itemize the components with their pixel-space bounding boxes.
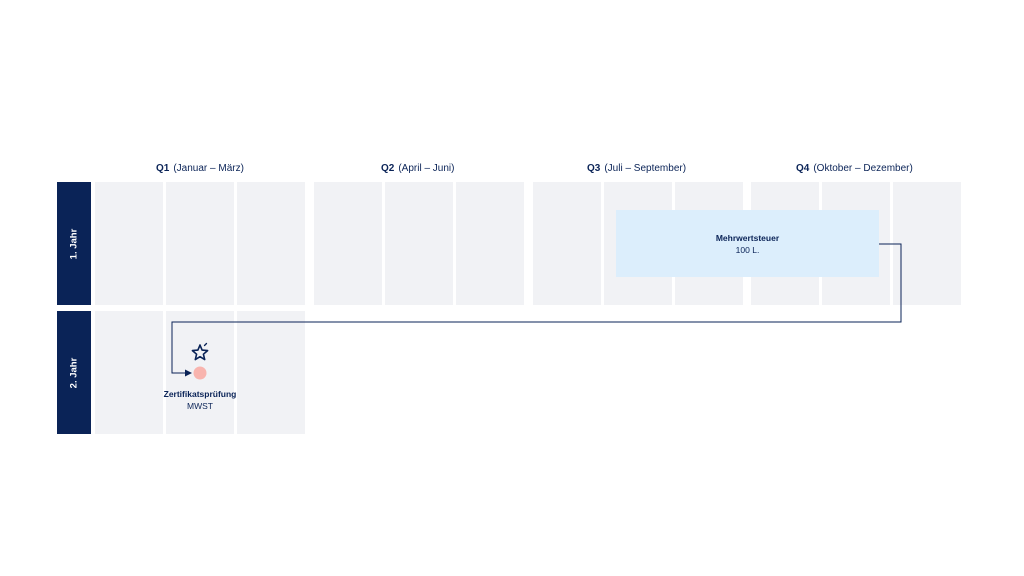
quarter-range: (Januar – März)	[173, 163, 244, 174]
quarter-code: Q3	[587, 163, 601, 174]
month-cell	[95, 311, 163, 434]
module-title: Mehrwertsteuer	[715, 232, 780, 243]
quarter-code: Q4	[796, 163, 810, 174]
month-cell	[385, 182, 453, 305]
quarter-header-q4: Q4(Oktober – Dezember)	[796, 163, 913, 174]
module-hours: 100 L.	[735, 244, 760, 255]
month-cell	[237, 182, 305, 305]
month-cell	[237, 311, 305, 434]
milestone-label: Zertifikatsprüfung MWST	[150, 388, 250, 412]
milestone-dot	[193, 366, 207, 380]
arrowhead-icon	[185, 369, 192, 377]
quarter-range: (Oktober – Dezember)	[813, 163, 913, 174]
connector-line	[171, 243, 902, 374]
quarter-range: (Juli – September)	[604, 163, 687, 174]
module-box-mehrwertsteuer: Mehrwertsteuer 100 L.	[616, 210, 879, 277]
year-label-1: 1. Jahr	[57, 182, 91, 305]
month-cell	[456, 182, 524, 305]
month-cell	[95, 182, 163, 305]
quarter-code: Q2	[381, 163, 395, 174]
quarter-range: (April – Juni)	[398, 163, 455, 174]
star-icon	[191, 342, 209, 361]
month-cell	[314, 182, 382, 305]
quarter-code: Q1	[156, 163, 170, 174]
quarter-header-q1: Q1(Januar – März)	[156, 163, 244, 174]
quarter-header-q3: Q3(Juli – September)	[587, 163, 686, 174]
month-cell	[166, 182, 234, 305]
year-label-2: 2. Jahr	[57, 311, 91, 434]
quarter-header-q2: Q2(April – Juni)	[381, 163, 454, 174]
milestone-subtitle: MWST	[187, 401, 213, 411]
milestone-title: Zertifikatsprüfung	[163, 389, 237, 399]
month-cell	[893, 182, 961, 305]
month-cell	[533, 182, 601, 305]
